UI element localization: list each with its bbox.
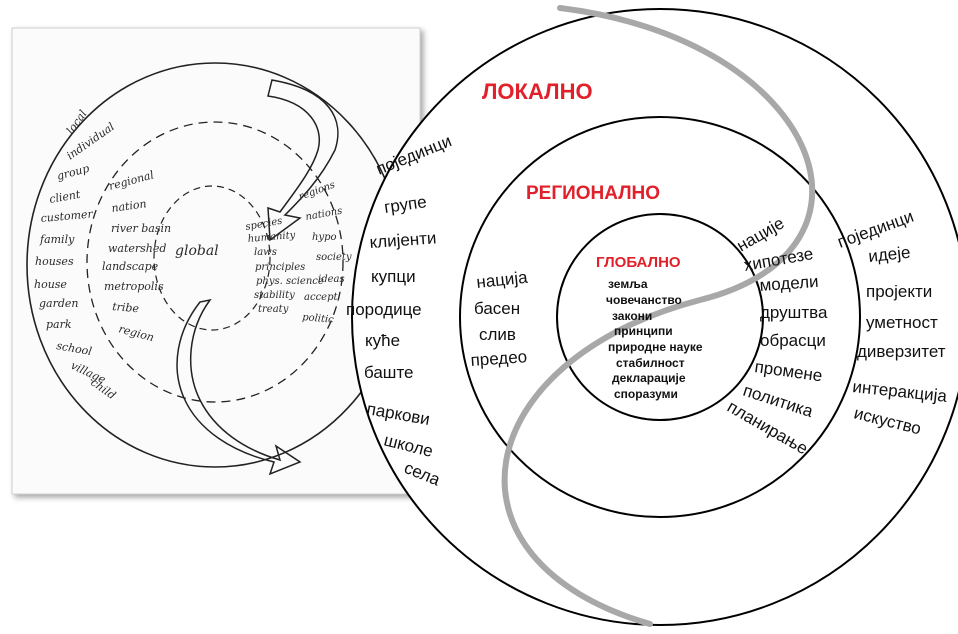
sketch-right-word: politic bbox=[302, 312, 335, 326]
local-left-item: купци bbox=[371, 267, 416, 286]
sketch-left-word: houses bbox=[35, 255, 74, 268]
concentric-diagram: ЛОКАЛНО РЕГИОНАЛНО ГЛОБАЛНО појединцигру… bbox=[346, 5, 958, 627]
global-item: принципи bbox=[614, 324, 673, 338]
global-item: земља bbox=[608, 277, 648, 291]
local-left-item: баште bbox=[364, 363, 414, 382]
sketch-right-word: accept bbox=[304, 292, 338, 303]
sketch-left-word: garden bbox=[39, 297, 79, 310]
sketch-right-word: society bbox=[316, 252, 352, 263]
sketch-middle-loop bbox=[86, 121, 344, 403]
local-right-item: диверзитет bbox=[857, 342, 946, 361]
sketch-right-word: hypo bbox=[312, 232, 337, 243]
inner-ring-title: ГЛОБАЛНО bbox=[596, 254, 681, 271]
sketch-left-word: client bbox=[48, 188, 82, 206]
sketch-arrow-top bbox=[267, 79, 339, 242]
hand-sketch: localindividualgroupclientcustomerfamily… bbox=[11, 27, 421, 495]
global-item: декларације bbox=[612, 371, 686, 385]
sketch-middle-word: nation bbox=[111, 197, 148, 215]
sketch-left-word: customer bbox=[40, 207, 94, 225]
sketch-middle-word: watershed bbox=[108, 242, 166, 255]
inner-circle bbox=[556, 213, 764, 421]
spiral-swoosh bbox=[501, 5, 816, 627]
sketch-middle-word: river basin bbox=[111, 222, 171, 235]
local-left-item: куће bbox=[365, 331, 400, 350]
local-right-item: пројекти bbox=[866, 282, 932, 301]
sketch-middle-word: metropolis bbox=[104, 280, 164, 293]
local-right-item: уметност bbox=[866, 313, 938, 332]
middle-ring-title: РЕГИОНАЛНО bbox=[526, 183, 660, 204]
sketch-right-word: principles bbox=[255, 262, 305, 273]
regional-right-item: модели bbox=[759, 272, 819, 295]
local-right-item: идеје bbox=[867, 243, 911, 266]
sketch-left-word: school bbox=[55, 339, 93, 358]
sketch-center-word: global bbox=[175, 243, 219, 259]
sketch-right-word: treaty bbox=[258, 304, 289, 315]
sketch-right-word: laws bbox=[254, 247, 277, 258]
sketch-left-word: family bbox=[39, 233, 75, 246]
regional-left-item: предео bbox=[470, 347, 528, 370]
sketch-right-word: humanity bbox=[247, 230, 296, 245]
sketch-middle-word: landscape bbox=[102, 260, 159, 273]
regional-right-item: обрасци bbox=[760, 331, 826, 350]
sketch-middle-word: tribe bbox=[112, 300, 140, 315]
middle-circle bbox=[459, 116, 861, 518]
regional-left-item: басен bbox=[474, 299, 520, 318]
local-left-item: породице bbox=[346, 300, 422, 319]
global-item: човечанство bbox=[606, 293, 682, 307]
sketch-arrow-bottom bbox=[176, 298, 302, 476]
outer-ring-title: ЛОКАЛНО bbox=[482, 79, 593, 104]
sketch-inner-loop bbox=[153, 185, 271, 331]
sketch-left-word: house bbox=[34, 278, 67, 291]
sketch-right-word: ideas bbox=[318, 274, 345, 285]
global-item: споразуми bbox=[614, 387, 678, 401]
global-item: стабилност bbox=[616, 356, 685, 370]
global-item: закони bbox=[612, 309, 652, 323]
local-left-item: клијенти bbox=[369, 228, 437, 252]
global-item: природне науке bbox=[608, 340, 703, 354]
regional-right-item: друштва bbox=[760, 303, 828, 322]
sketch-paper bbox=[11, 27, 421, 495]
sketch-left-word: park bbox=[46, 318, 72, 331]
regional-left-item: слив bbox=[479, 325, 516, 344]
sketch-right-word: phys. science bbox=[256, 276, 324, 287]
sketch-right-word: stability bbox=[254, 290, 295, 301]
